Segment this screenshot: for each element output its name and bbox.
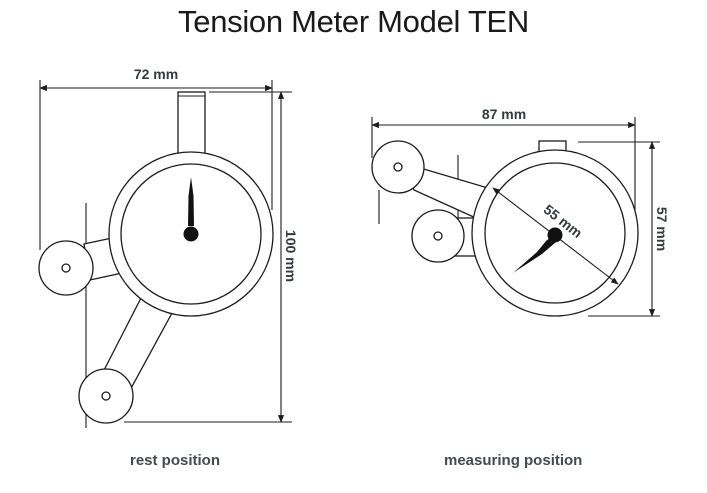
meas-height-label: 57 mm [654, 207, 670, 251]
rest-position-caption: rest position [130, 452, 221, 469]
measuring-position-drawing: 87 mm 57 mm 55 mm [371, 106, 670, 317]
meas-pointer-hub [547, 227, 563, 243]
rest-lower-roller-axle [101, 391, 111, 401]
rest-stem [177, 91, 206, 157]
rest-position-drawing: 72 mm 100 mm [38, 66, 299, 428]
rest-height-label: 100 mm [283, 230, 299, 282]
rest-pointer-needle [188, 177, 194, 226]
meas-lower-roller-axle [433, 231, 443, 241]
meas-upper-roller-axle [393, 162, 403, 172]
rest-width-label: 72 mm [134, 66, 178, 82]
meas-pointer-needle [513, 237, 556, 273]
page-title: Tension Meter Model TEN [178, 4, 529, 39]
rest-pointer-hub [183, 226, 199, 242]
meas-width-label: 87 mm [482, 106, 526, 122]
rest-left-roller-axle [61, 263, 71, 273]
measuring-position-caption: measuring position [444, 452, 583, 469]
